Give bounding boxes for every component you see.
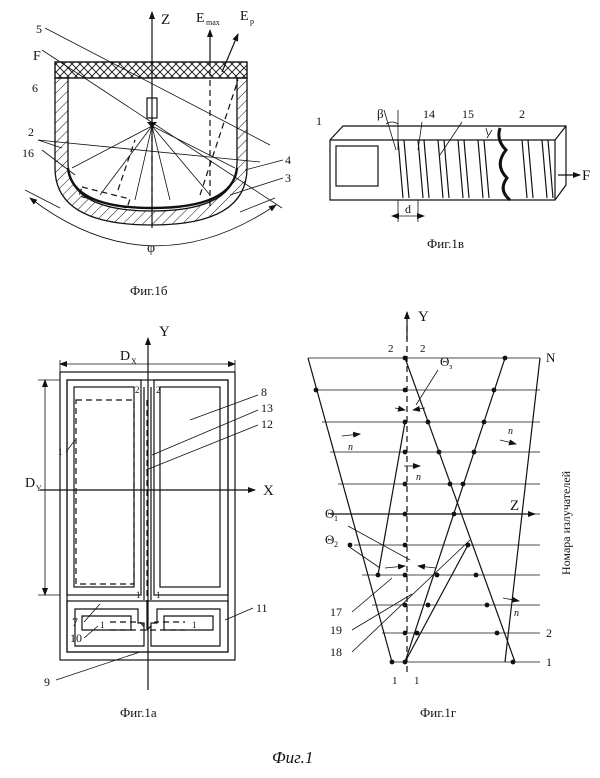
theta3-sub: з (449, 362, 452, 371)
vector-ep (221, 33, 239, 73)
panel-right (153, 379, 229, 596)
f-label: F (582, 168, 590, 184)
line-f (41, 49, 283, 209)
row-2: 2 (546, 626, 552, 640)
break-line (497, 127, 512, 202)
port-1-b: 1 (156, 590, 161, 600)
ep-sub: p (250, 17, 254, 26)
element-16 (78, 186, 131, 209)
num-18: 18 (330, 645, 342, 659)
num-10: 10 (70, 631, 82, 645)
dy-label: D (25, 476, 35, 491)
num-17: 17 (330, 605, 342, 619)
num-1: 1 (316, 114, 322, 128)
axis-x-label: X (263, 483, 274, 499)
port-2-a: 2 (135, 385, 140, 395)
n-label-3: n (416, 472, 421, 483)
emitter-numbers-label: Номара излучателей (559, 470, 573, 575)
beta-label: β (377, 106, 384, 121)
dx-sub: X (131, 357, 137, 366)
figure-1g: Y Z N 2 1 2 2 1 1 Θ з Θ 1 Θ 2 n n n n 17… (307, 309, 573, 720)
num-19: 19 (330, 623, 342, 637)
radome-cap (54, 61, 248, 79)
caption-1v: Фиг.1в (427, 236, 464, 251)
figure-1v: 1 β 14 15 2 F d Фиг.1в (316, 106, 590, 251)
main-caption: Фиг.1 (272, 748, 313, 767)
bottom-label-1b: 1 (414, 675, 420, 687)
port-1-c: 1 (100, 620, 105, 630)
row-n: N (546, 350, 556, 365)
num-3: 3 (285, 171, 291, 185)
num-11: 11 (256, 601, 268, 615)
num-2: 2 (519, 107, 525, 121)
num-12: 12 (261, 417, 273, 431)
theta2-label: Θ (325, 532, 334, 547)
num-14: 14 (423, 107, 435, 121)
top-label-2a: 2 (388, 343, 394, 355)
figure-1b: Z E max E p F 5 6 2 16 4 3 φ Фиг.1б (22, 9, 291, 298)
theta1-sub: 1 (334, 514, 338, 523)
bottom-label-1a: 1 (392, 675, 398, 687)
dashed-aperture (75, 399, 135, 585)
figure-1a: Y X D X D Y 8 13 12 11 7 10 9 1 2 2 1 1 … (25, 324, 274, 720)
phi-label: φ (147, 241, 155, 256)
ep-label: E (240, 9, 249, 24)
dy-sub: Y (36, 484, 42, 493)
phi-arc (29, 197, 277, 247)
top-label-2b: 2 (420, 343, 426, 355)
axis-y-label: Y (418, 309, 429, 325)
n-label-1: n (348, 442, 353, 453)
port-1-a: 1 (136, 590, 141, 600)
port-1-left: 1 (58, 447, 63, 457)
num-4: 4 (285, 153, 291, 167)
panel-left (66, 379, 142, 596)
n-label-2: n (508, 426, 513, 437)
num-9: 9 (44, 675, 50, 689)
num-13: 13 (261, 401, 273, 415)
waveguide-body (329, 125, 567, 201)
caption-1b: Фиг.1б (130, 283, 168, 298)
f-label: F (33, 49, 41, 64)
port-1-d: 1 (192, 620, 197, 630)
row-1: 1 (546, 655, 552, 669)
num-8: 8 (261, 385, 267, 399)
num-16: 16 (22, 146, 34, 160)
theta2-sub: 2 (334, 540, 338, 549)
port-2-b: 2 (156, 385, 161, 395)
theta1-label: Θ (325, 506, 334, 521)
num-6: 6 (32, 81, 38, 95)
axis-z-label: Z (510, 498, 519, 514)
waveguide-opening (335, 145, 379, 187)
caption-1g: Фиг.1г (420, 705, 456, 720)
axis-z-label: Z (161, 12, 170, 28)
caption-1a: Фиг.1а (120, 705, 157, 720)
axis-y-label: Y (159, 324, 170, 340)
emax-sub: max (206, 18, 220, 27)
dx-label: D (120, 349, 130, 364)
num-7: 7 (72, 615, 78, 629)
d-label: d (405, 202, 411, 216)
num-2: 2 (28, 125, 34, 139)
theta3-label: Θ (440, 354, 449, 369)
emax-label: E (196, 11, 205, 26)
num-15: 15 (462, 107, 474, 121)
num-5: 5 (36, 22, 42, 36)
n-label-4: n (514, 608, 519, 619)
